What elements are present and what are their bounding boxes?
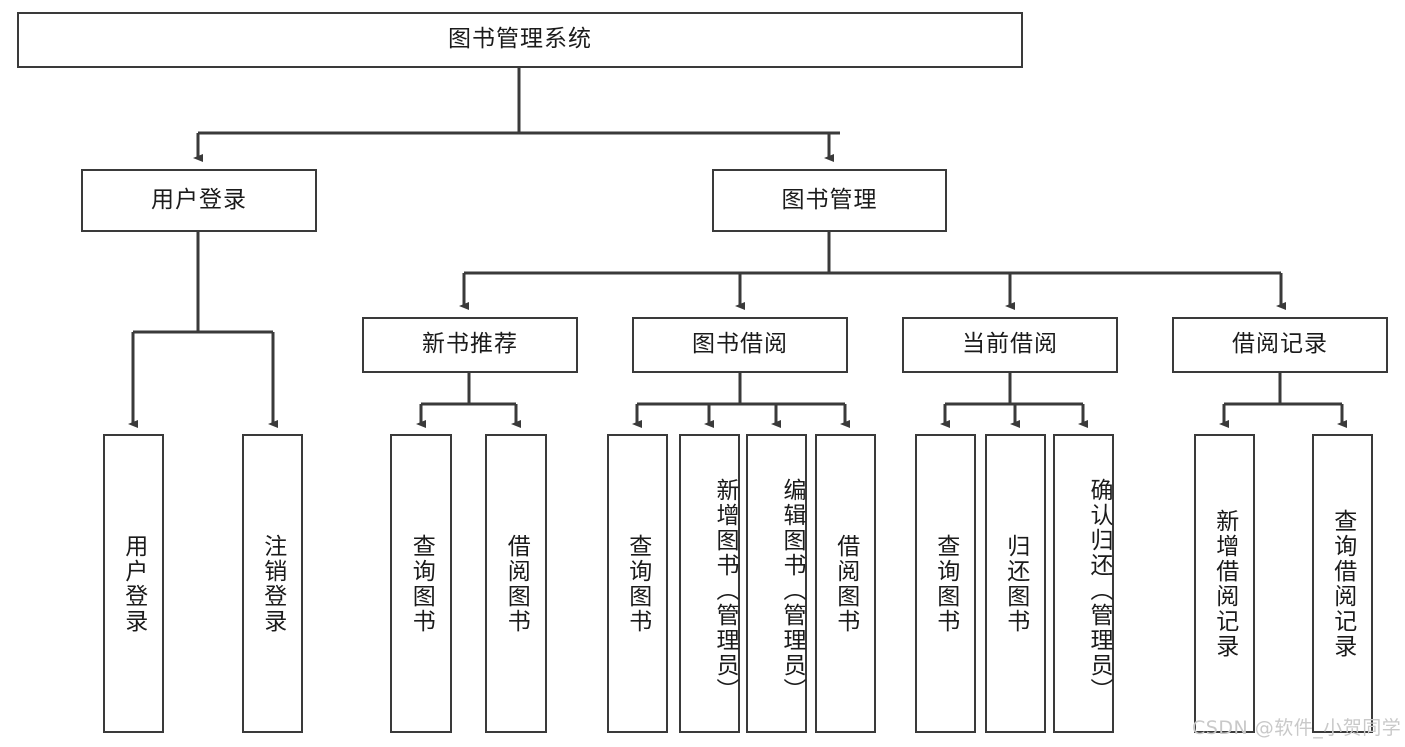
leaf-query-book-current-label: 查询图书 [932,533,959,634]
node-borrow-record[interactable]: 借阅记录 [1172,317,1388,373]
leaf-user-login-label: 用户登录 [120,533,147,634]
leaf-query-borrow-record-label: 查询借阅记录 [1329,508,1356,659]
node-book-management-label: 图书管理 [781,186,878,213]
leaf-borrow-book-label: 借阅图书 [832,533,859,634]
leaf-borrow-book-recommend-label: 借阅图书 [503,533,530,634]
node-book-management[interactable]: 图书管理 [712,169,947,232]
leaf-borrow-book[interactable]: 借阅图书 [815,434,876,733]
leaf-query-book-current[interactable]: 查询图书 [915,434,976,733]
node-root-label: 图书管理系统 [448,26,592,53]
leaf-add-borrow-record-label: 新增借阅记录 [1211,508,1238,659]
leaf-return-book-label: 归还图书 [1002,533,1029,634]
node-user-login[interactable]: 用户登录 [81,169,317,232]
leaf-borrow-book-recommend[interactable]: 借阅图书 [485,434,547,733]
leaf-query-book-borrow-label: 查询图书 [624,533,651,634]
leaf-user-login[interactable]: 用户登录 [103,434,164,733]
leaf-add-borrow-record[interactable]: 新增借阅记录 [1194,434,1255,733]
node-root[interactable]: 图书管理系统 [17,12,1023,68]
node-current-borrow-label: 当前借阅 [962,331,1058,358]
watermark-text: CSDN @软件_小贺同学 [1192,717,1402,739]
leaf-logout[interactable]: 注销登录 [242,434,303,733]
node-book-borrow-label: 图书借阅 [692,331,788,358]
node-new-book-recommend-label: 新书推荐 [422,331,518,358]
leaf-confirm-return-admin[interactable]: 确认归还（管理员） [1053,434,1114,733]
node-new-book-recommend[interactable]: 新书推荐 [362,317,578,373]
leaf-confirm-return-admin-label: 确认归还（管理员） [1086,478,1112,703]
leaf-logout-label: 注销登录 [259,533,286,634]
leaf-query-book-recommend-label: 查询图书 [408,533,435,634]
leaf-add-book-admin-label: 新增图书（管理员） [712,478,738,703]
leaf-query-book-recommend[interactable]: 查询图书 [390,434,452,733]
node-current-borrow[interactable]: 当前借阅 [902,317,1118,373]
node-borrow-record-label: 借阅记录 [1232,331,1328,358]
leaf-return-book[interactable]: 归还图书 [985,434,1046,733]
leaf-edit-book-admin[interactable]: 编辑图书（管理员） [746,434,807,733]
node-user-login-label: 用户登录 [151,186,247,213]
node-book-borrow[interactable]: 图书借阅 [632,317,848,373]
leaf-query-book-borrow[interactable]: 查询图书 [607,434,668,733]
leaf-edit-book-admin-label: 编辑图书（管理员） [779,478,805,703]
leaf-query-borrow-record[interactable]: 查询借阅记录 [1312,434,1373,733]
leaf-add-book-admin[interactable]: 新增图书（管理员） [679,434,740,733]
